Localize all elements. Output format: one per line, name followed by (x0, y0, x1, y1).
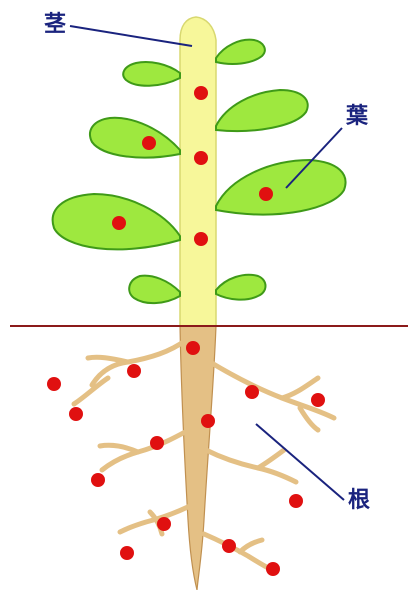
root-branch (258, 450, 284, 468)
marker-dot (69, 407, 83, 421)
marker-dot (266, 562, 280, 576)
leaf (123, 62, 180, 86)
marker-dot (201, 414, 215, 428)
root-branch (210, 362, 334, 418)
marker-dot (311, 393, 325, 407)
root-label: 根 (348, 490, 370, 512)
marker-dot (47, 377, 61, 391)
marker-dot (142, 136, 156, 150)
marker-dot (194, 232, 208, 246)
leaf (216, 90, 308, 131)
main-taproot (180, 326, 216, 590)
root-branch (206, 450, 296, 482)
leaf (90, 118, 180, 158)
leaf (216, 40, 265, 64)
root-branch (88, 357, 128, 362)
marker-dot (150, 436, 164, 450)
marker-dot (289, 494, 303, 508)
marker-dot (194, 86, 208, 100)
leaf (216, 160, 346, 214)
marker-dot (222, 539, 236, 553)
marker-dot (127, 364, 141, 378)
marker-dot (112, 216, 126, 230)
root-branch (74, 378, 108, 404)
stem-leader-line (70, 26, 192, 46)
leaf (129, 276, 180, 303)
marker-dot (245, 385, 259, 399)
marker-dot (194, 151, 208, 165)
leaf-label: 葉 (346, 106, 368, 128)
marker-dot (259, 187, 273, 201)
root-branch (100, 445, 138, 452)
root-branch (240, 540, 262, 552)
marker-dot (157, 517, 171, 531)
leaf (216, 275, 266, 300)
stem (180, 17, 216, 326)
stem-label: 茎 (44, 14, 66, 36)
marker-dot (120, 546, 134, 560)
marker-dot (91, 473, 105, 487)
root-branch (282, 378, 318, 398)
marker-dot (186, 341, 200, 355)
